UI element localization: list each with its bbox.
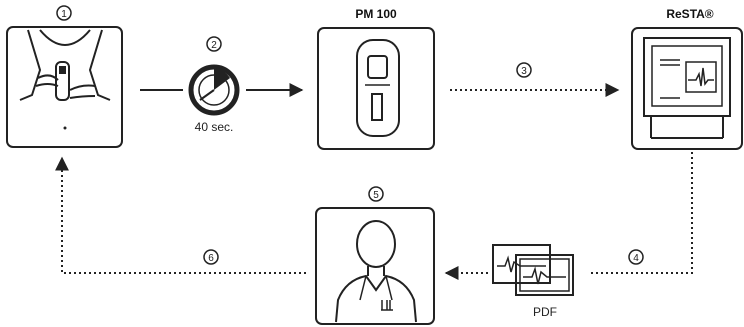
step-5-badge: [368, 186, 384, 202]
path-physician-to-patient: [55, 156, 306, 274]
pdf-page-back: [492, 244, 551, 284]
stopwatch-icon: [188, 64, 240, 116]
step-6-badge: [203, 249, 219, 265]
doctor-icon: [335, 220, 417, 323]
recorder-icon: [356, 39, 400, 137]
step-2-badge: [206, 36, 222, 52]
step-2-number: 2: [211, 40, 217, 51]
step-3-number: 3: [521, 66, 527, 77]
step-4-badge: [628, 249, 644, 265]
device-box: [317, 27, 435, 150]
step-1-patient-recording: 1: [6, 5, 123, 148]
timer-label: 40 sec.: [195, 120, 234, 134]
path-software-to-report: [590, 152, 693, 274]
device-title: PM 100: [355, 7, 397, 21]
step-5-physician: 5: [315, 186, 435, 325]
step-5-number: 5: [373, 190, 379, 201]
pdf-page-front: [515, 254, 574, 296]
pdf-reports: PDF: [492, 244, 574, 319]
step-1-number: 1: [61, 9, 67, 20]
patient-chest-icon: [19, 29, 111, 130]
pdf-label: PDF: [533, 305, 557, 319]
software-box: [631, 27, 743, 150]
step-2-timer: 2 40 sec.: [188, 36, 240, 134]
step-6-number: 6: [208, 253, 214, 264]
device-pm100: PM 100: [317, 7, 435, 150]
step-3-badge: [516, 62, 532, 78]
software-resta: ReSTA®: [631, 7, 743, 150]
step-1-badge: [56, 5, 72, 21]
software-title: ReSTA®: [666, 7, 713, 21]
step-4-number: 4: [633, 253, 639, 264]
monitor-ecg-icon: [643, 37, 731, 139]
